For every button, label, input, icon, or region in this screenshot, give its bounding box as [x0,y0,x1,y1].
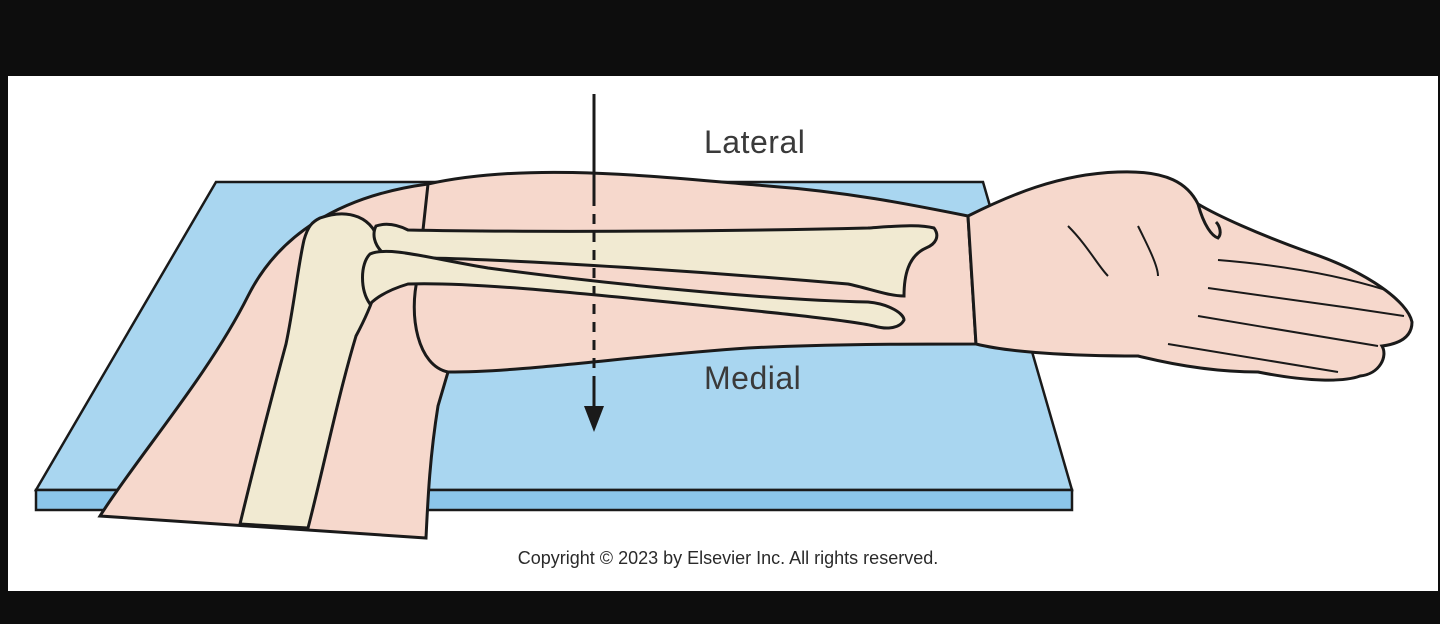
hand [966,170,1414,382]
copyright-notice: Copyright © 2023 by Elsevier Inc. All ri… [517,548,939,568]
illustration-panel: Lateral Medial Copyright © 2023 by Elsev… [8,76,1438,591]
medial-label: Medial [704,360,802,396]
central-ray-arrow [584,94,604,432]
forearm-illustration [33,94,1414,540]
lateral-label: Lateral [704,124,806,160]
ulna-bone [361,249,906,330]
